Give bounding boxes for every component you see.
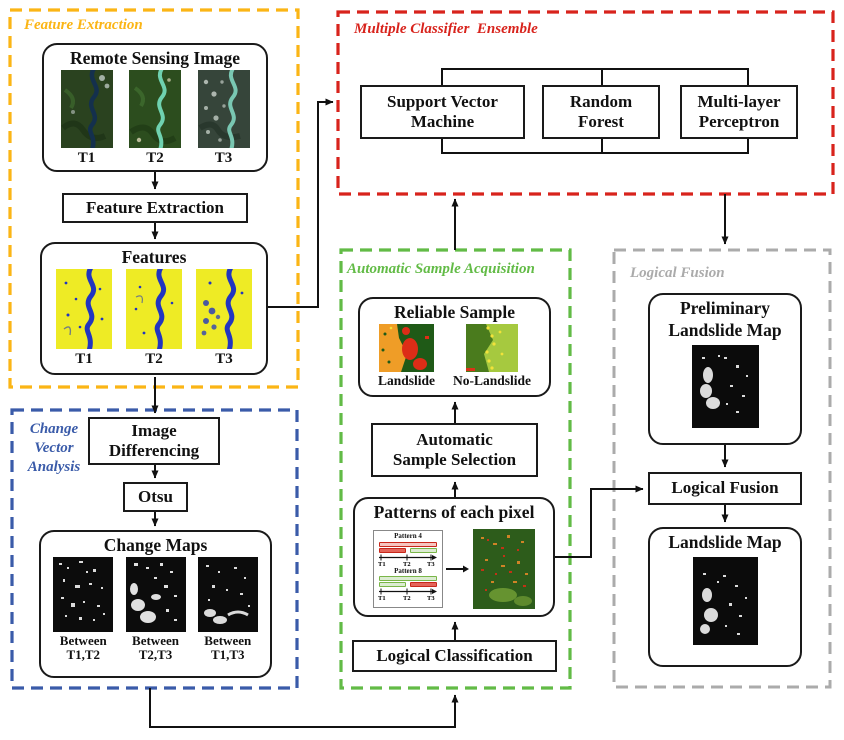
feature-image-t3-label: T3	[215, 350, 233, 367]
pattern-to-map-arrow	[446, 565, 469, 573]
pattern8-time-axis: T1 T2 T3	[378, 588, 437, 601]
satellite-image-t1	[60, 69, 113, 148]
support-vector-machine-box: Support Vector Machine	[360, 85, 525, 139]
satellite-image-t1-label: T1	[77, 149, 96, 166]
automatic-sample-selection-box: Automatic Sample Selection	[371, 423, 538, 477]
image-differencing-box: Image Differencing	[88, 417, 220, 465]
pattern4-time-axis: T1 T2 T3	[378, 554, 437, 567]
feature-image-t3	[196, 268, 252, 349]
landslide-sample-image	[378, 323, 434, 372]
landslide-map-title: Landslide Map	[668, 532, 782, 552]
no-landslide-sample-label: No-Landslide	[452, 372, 531, 388]
classifier-ensemble-group-border	[336, 10, 835, 196]
ensemble-top-bracket	[441, 68, 749, 85]
pattern8-bar-right	[410, 582, 437, 588]
remote-sensing-image-title: Remote Sensing Image	[69, 48, 241, 68]
pattern-4-label: Pattern 4	[394, 532, 422, 541]
ensemble-bottom-bracket	[441, 137, 749, 154]
feature-extraction-label: Feature Extraction	[85, 197, 224, 217]
preliminary-landslide-map-title: Preliminary Landslide Map	[668, 298, 782, 340]
preliminary-landslide-map-box: Preliminary Landslide Map	[648, 293, 802, 445]
pattern-classification-map	[473, 529, 535, 610]
satellite-image-t2	[129, 69, 181, 148]
landslide-sample-label: Landslide	[377, 372, 435, 388]
pattern8-bar-long	[379, 576, 437, 582]
remote-sensing-image-box: Remote Sensing Image T1	[42, 43, 268, 172]
feature-image-t1	[56, 268, 112, 349]
satellite-image-t3	[197, 69, 250, 148]
pattern-8-label: Pattern 8	[394, 566, 422, 575]
logical-classification-label: Logical Classification	[376, 645, 533, 665]
features-title: Features	[121, 247, 187, 267]
arrow-features-to-ensemble	[268, 98, 334, 308]
satellite-image-t3-label: T3	[214, 149, 233, 166]
reliable-sample-figures: Landslide No-Landslide	[360, 323, 549, 395]
svg-text:T2: T2	[403, 595, 411, 601]
feature-image-t1-label: T1	[75, 350, 93, 367]
random-forest-box: Random Forest	[542, 85, 660, 139]
arrow-patterns-to-logical-fusion	[555, 485, 644, 558]
random-forest-label: Random Forest	[569, 91, 633, 131]
features-figures: T1 T2	[42, 268, 266, 373]
change-maps-figures: Between T1,T2 Between T2,T3	[41, 556, 270, 676]
logical-classification-box: Logical Classification	[352, 640, 557, 672]
change-map-t2-t3-label: Between T2,T3	[132, 632, 179, 663]
multilayer-perceptron-label: Multi-layer Perceptron	[697, 91, 781, 131]
remote-sensing-image-figures: T1 T2	[44, 69, 266, 170]
automatic-sample-selection-label: Automatic Sample Selection	[392, 429, 517, 469]
otsu-box: Otsu	[123, 482, 188, 512]
no-landslide-sample-image	[465, 323, 518, 372]
change-map-t1-t3	[197, 556, 258, 632]
feature-image-t2	[126, 268, 182, 349]
patterns-box: Patterns of each pixel Pattern 4 T1 T2	[353, 497, 555, 617]
landslide-map-image	[692, 556, 758, 645]
change-map-t2-t3	[125, 556, 186, 632]
pattern8-bar-left	[379, 582, 406, 588]
otsu-label: Otsu	[138, 486, 173, 506]
pattern4-bar-right	[410, 547, 437, 553]
logical-fusion-group-title: Logical Fusion	[630, 265, 725, 281]
support-vector-machine-label: Support Vector Machine	[387, 91, 498, 131]
multilayer-perceptron-box: Multi-layer Perceptron	[680, 85, 798, 139]
feature-image-t2-label: T2	[145, 350, 163, 367]
svg-text:T3: T3	[427, 561, 435, 567]
svg-text:T2: T2	[403, 561, 411, 567]
logical-fusion-group-border	[612, 248, 832, 689]
logical-fusion-box: Logical Fusion	[648, 472, 802, 505]
satellite-image-t2-label: T2	[146, 149, 164, 166]
change-map-t1-t2	[53, 556, 114, 632]
svg-text:T1: T1	[378, 595, 386, 601]
pattern4-bar-left	[379, 547, 406, 553]
sample-acquisition-group-title: Automatic Sample Acquisition	[347, 261, 535, 277]
svg-text:T1: T1	[378, 561, 386, 567]
arrow-change-maps-to-logical-classification	[149, 688, 459, 728]
logical-fusion-label: Logical Fusion	[671, 478, 779, 498]
patterns-title: Patterns of each pixel	[373, 502, 535, 522]
feature-extraction-group-title: Feature Extraction	[24, 17, 143, 33]
reliable-sample-title: Reliable Sample	[393, 302, 516, 322]
change-maps-box: Change Maps Between T1,T2	[39, 530, 272, 678]
change-maps-title: Change Maps	[103, 535, 208, 555]
pattern-diagram-panel: Pattern 4 T1 T2 T3 Pattern 8	[373, 530, 443, 609]
reliable-sample-box: Reliable Sample Landslide	[358, 297, 551, 397]
landslide-map-box: Landslide Map	[648, 527, 802, 667]
classifier-ensemble-group-title: Multiple Classifier Ensemble	[354, 21, 538, 37]
change-vector-analysis-group-title: Change Vector Analysis	[27, 421, 81, 475]
patterns-content: Pattern 4 T1 T2 T3 Pattern 8	[355, 524, 553, 615]
features-box: Features T1	[40, 242, 268, 375]
feature-extraction-box: Feature Extraction	[62, 193, 248, 223]
change-map-t1-t2-label: Between T1,T2	[59, 632, 107, 663]
change-map-t1-t3-label: Between T1,T3	[204, 632, 252, 663]
svg-text:T3: T3	[427, 595, 435, 601]
pattern4-bar-long	[379, 541, 437, 547]
image-differencing-label: Image Differencing	[108, 420, 200, 460]
preliminary-landslide-map-image	[691, 344, 759, 428]
